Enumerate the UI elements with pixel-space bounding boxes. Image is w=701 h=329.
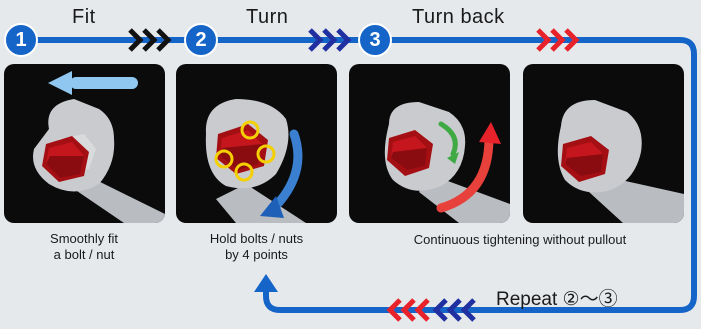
repeat-label: Repeat ②〜③	[496, 289, 618, 310]
caption-hold-line2: by 4 points	[225, 247, 288, 262]
step-badge-2: 2	[184, 23, 218, 57]
caption-continuous: Continuous tightening without pullout	[413, 232, 627, 247]
step-badge-1: 1	[4, 23, 38, 57]
return-arrowhead-icon	[254, 274, 278, 292]
nut-icon	[387, 130, 433, 176]
chevron-left-icon-blue	[432, 298, 476, 322]
panel-result	[523, 64, 684, 223]
caption-fit: Smoothly fit a bolt / nut	[20, 231, 148, 263]
contact-point-icons	[214, 120, 276, 182]
step-badge-3: 3	[358, 23, 392, 57]
caption-hold-line1: Hold bolts / nuts	[209, 231, 304, 246]
rotation-arc-icon	[438, 121, 459, 164]
chevron-right-icon-red	[536, 28, 580, 52]
panel-fit	[4, 64, 165, 223]
caption-fit-line2: a bolt / nut	[53, 247, 115, 262]
chevron-right-icon-black	[128, 28, 172, 52]
panel-turn	[176, 64, 337, 223]
step-label-turn: Turn	[246, 6, 289, 28]
step-label-turn-back: Turn back	[412, 6, 505, 28]
chevron-left-icon-red	[386, 298, 430, 322]
caption-fit-line1: Smoothly fit	[50, 231, 118, 246]
curved-arrow-icon	[436, 122, 501, 213]
chevron-right-icon-blue	[308, 28, 352, 52]
nut-icon	[42, 136, 89, 182]
arrow-left-icon	[48, 71, 138, 95]
curved-arrow-icon	[260, 129, 303, 218]
caption-hold: Hold bolts / nuts by 4 points	[176, 231, 337, 263]
panel-turn-back	[349, 64, 510, 223]
step-label-fit: Fit	[72, 6, 96, 28]
nut-icon	[561, 136, 609, 182]
